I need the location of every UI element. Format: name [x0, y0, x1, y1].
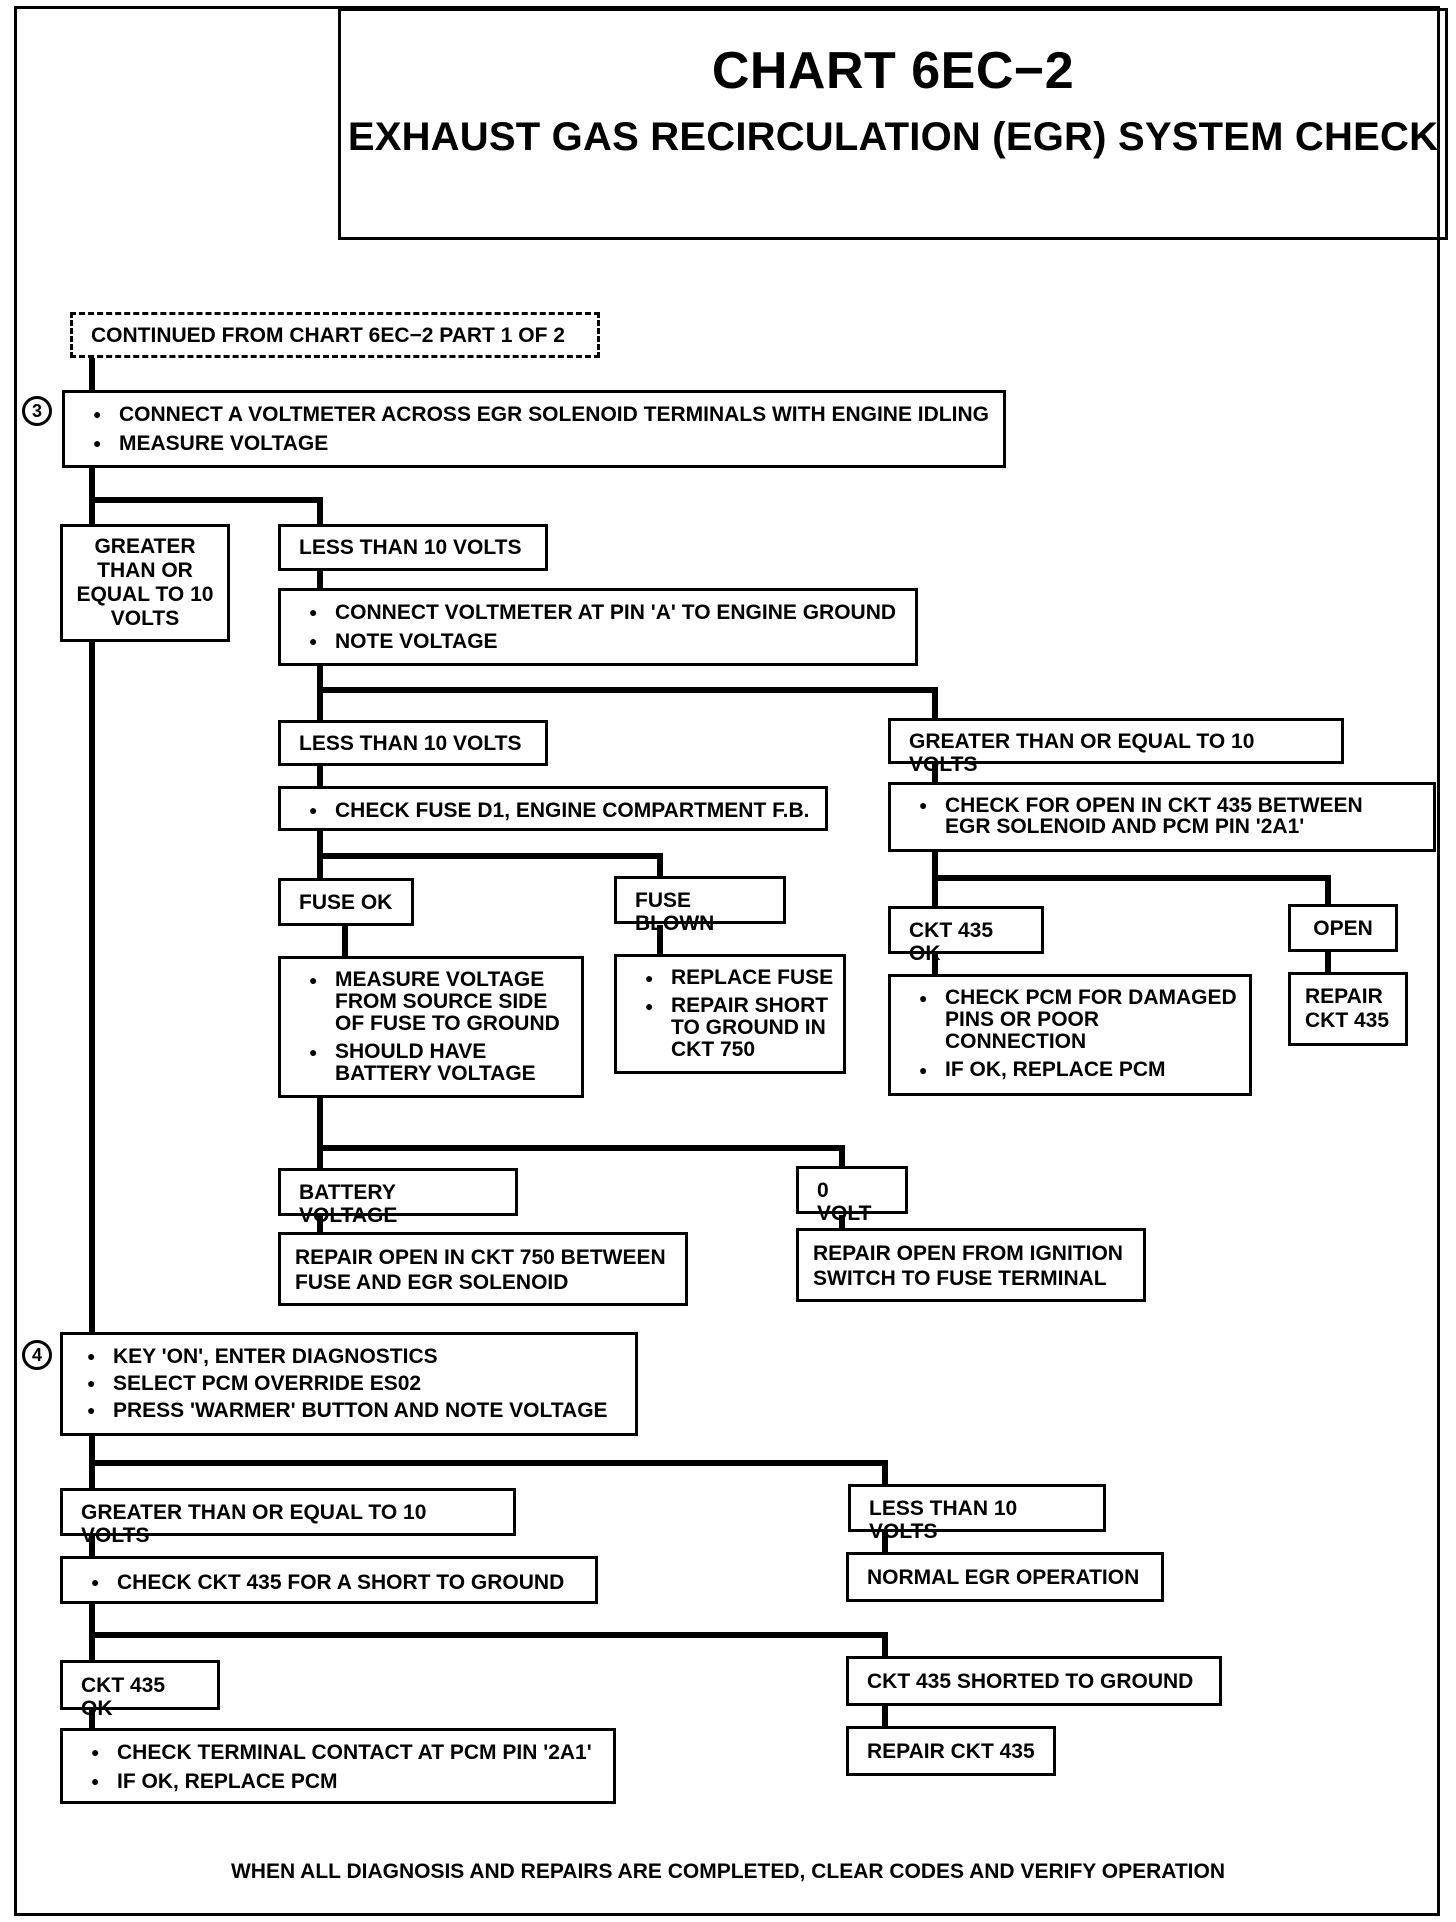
fuse-check-item-1: CHECK FUSE D1, ENGINE COMPARTMENT F.B. [309, 799, 815, 822]
ckt435-shorted-label: CKT 435 SHORTED TO GROUND [867, 1670, 1194, 1693]
lt10-b-label: LESS THAN 10 VOLTS [299, 732, 522, 755]
repair-ckt435-b-box: REPAIR CKT 435 [846, 1726, 1056, 1776]
step3-list: CONNECT A VOLTMETER ACROSS EGR SOLENOID … [65, 393, 1003, 455]
replace-fuse-box: REPLACE FUSE REPAIR SHORT TO GROUND IN C… [614, 954, 846, 1074]
lt10-c-box: LESS THAN 10 VOLTS [848, 1484, 1106, 1543]
repair-open-ign-label: REPAIR OPEN FROM IGNITION SWITCH TO FUSE… [813, 1242, 1123, 1290]
fuse-ok-label: FUSE OK [299, 891, 393, 914]
step3-item-2: MEASURE VOLTAGE [93, 432, 993, 455]
step4-item-1: KEY 'ON', ENTER DIAGNOSTICS [87, 1345, 625, 1368]
ckt435-ok-b-label: CKT 435 OK [81, 1674, 166, 1720]
step4-item-2: SELECT PCM OVERRIDE ES02 [87, 1372, 625, 1395]
battery-voltage-box: BATTERY VOLTAGE [278, 1168, 518, 1227]
replace-fuse-list: REPLACE FUSE REPAIR SHORT TO GROUND IN C… [617, 957, 843, 1061]
step-marker-4: 4 [22, 1340, 52, 1370]
pin-a-item-2: NOTE VOLTAGE [309, 630, 905, 653]
zero-volt-label: 0 VOLT [817, 1179, 872, 1225]
check-pcm-item-2: IF OK, REPLACE PCM [919, 1059, 1241, 1082]
step3-item-1: CONNECT A VOLTMETER ACROSS EGR SOLENOID … [93, 403, 993, 426]
normal-egr-box: NORMAL EGR OPERATION [846, 1552, 1164, 1602]
repair-ckt435-a-box: REPAIR CKT 435 [1288, 972, 1408, 1046]
footer-note: WHEN ALL DIAGNOSIS AND REPAIRS ARE COMPL… [230, 1860, 1226, 1883]
open-box: OPEN [1288, 904, 1398, 952]
pin-a-item-1: CONNECT VOLTMETER AT PIN 'A' TO ENGINE G… [309, 601, 905, 624]
measure-voltage-box: MEASURE VOLTAGE FROM SOURCE SIDE OF FUSE… [278, 956, 584, 1098]
ge10-b-label: GREATER THAN OR EQUAL TO 10 VOLTS [909, 730, 1255, 776]
ckt435-open-check-item-1: CHECK FOR OPEN IN CKT 435 BETWEEN EGR SO… [919, 795, 1413, 837]
open-label: OPEN [1313, 917, 1373, 940]
step4-list: KEY 'ON', ENTER DIAGNOSTICS SELECT PCM O… [63, 1335, 635, 1422]
step4-box: KEY 'ON', ENTER DIAGNOSTICS SELECT PCM O… [60, 1332, 638, 1436]
chart-subtitle: EXHAUST GAS RECIRCULATION (EGR) SYSTEM C… [347, 115, 1439, 159]
step-marker-3: 3 [22, 396, 52, 426]
fuse-check-list: CHECK FUSE D1, ENGINE COMPARTMENT F.B. [281, 789, 825, 822]
ge10-c-box: GREATER THAN OR EQUAL TO 10 VOLTS [60, 1488, 516, 1547]
pin-a-list: CONNECT VOLTMETER AT PIN 'A' TO ENGINE G… [281, 591, 915, 653]
ckt435-ok-a-box: CKT 435 OK [888, 906, 1044, 965]
replace-fuse-item-1: REPLACE FUSE [645, 967, 835, 990]
chart-title: CHART 6EC−2 [711, 42, 1075, 100]
check-short-box: CHECK CKT 435 FOR A SHORT TO GROUND [60, 1556, 598, 1604]
ckt435-ok-b-box: CKT 435 OK [60, 1660, 220, 1720]
step4-item-3: PRESS 'WARMER' BUTTON AND NOTE VOLTAGE [87, 1399, 625, 1422]
fuse-ok-box: FUSE OK [278, 878, 414, 926]
fuse-blown-box: FUSE BLOWN [614, 876, 786, 935]
check-pcm-item-1: CHECK PCM FOR DAMAGED PINS OR POOR CONNE… [919, 987, 1241, 1053]
repair-ckt435-b-label: REPAIR CKT 435 [867, 1740, 1035, 1763]
lt10-a-box: LESS THAN 10 VOLTS [278, 524, 548, 571]
check-pcm-box: CHECK PCM FOR DAMAGED PINS OR POOR CONNE… [888, 974, 1252, 1096]
repair-open-ign-box: REPAIR OPEN FROM IGNITION SWITCH TO FUSE… [796, 1228, 1146, 1302]
repair-open-750-box: REPAIR OPEN IN CKT 750 BETWEEN FUSE AND … [278, 1232, 688, 1306]
continued-from-box: CONTINUED FROM CHART 6EC−2 PART 1 OF 2 [70, 312, 600, 358]
ge10-c-label: GREATER THAN OR EQUAL TO 10 VOLTS [81, 1501, 427, 1547]
measure-voltage-item-1: MEASURE VOLTAGE FROM SOURCE SIDE OF FUSE… [309, 969, 573, 1035]
normal-egr-label: NORMAL EGR OPERATION [867, 1566, 1140, 1589]
fuse-check-box: CHECK FUSE D1, ENGINE COMPARTMENT F.B. [278, 786, 828, 831]
repair-ckt435-a-label: REPAIR CKT 435 [1305, 985, 1390, 1032]
step3-box: CONNECT A VOLTMETER ACROSS EGR SOLENOID … [62, 390, 1006, 468]
ckt435-shorted-box: CKT 435 SHORTED TO GROUND [846, 1656, 1222, 1706]
fuse-blown-label: FUSE BLOWN [635, 889, 715, 935]
ge10-left-label: GREATER THAN OR EQUAL TO 10 VOLTS [76, 535, 214, 630]
measure-voltage-item-2: SHOULD HAVE BATTERY VOLTAGE [309, 1041, 573, 1085]
page-frame [14, 6, 1440, 1916]
check-terminal-item-2: IF OK, REPLACE PCM [91, 1770, 603, 1793]
check-pcm-list: CHECK PCM FOR DAMAGED PINS OR POOR CONNE… [891, 977, 1249, 1082]
repair-open-750-label: REPAIR OPEN IN CKT 750 BETWEEN FUSE AND … [295, 1246, 666, 1294]
check-terminal-item-1: CHECK TERMINAL CONTACT AT PCM PIN '2A1' [91, 1741, 603, 1764]
ckt435-open-check-list: CHECK FOR OPEN IN CKT 435 BETWEEN EGR SO… [891, 785, 1433, 837]
replace-fuse-item-2: REPAIR SHORT TO GROUND IN CKT 750 [645, 995, 835, 1061]
measure-voltage-list: MEASURE VOLTAGE FROM SOURCE SIDE OF FUSE… [281, 959, 581, 1085]
lt10-b-box: LESS THAN 10 VOLTS [278, 720, 548, 766]
ckt435-open-check-box: CHECK FOR OPEN IN CKT 435 BETWEEN EGR SO… [888, 782, 1436, 852]
ckt435-ok-a-label: CKT 435 OK [909, 919, 994, 965]
continued-label: CONTINUED FROM CHART 6EC−2 PART 1 OF 2 [91, 324, 565, 347]
title-box: CHART 6EC−2 EXHAUST GAS RECIRCULATION (E… [338, 8, 1448, 240]
zero-volt-box: 0 VOLT [796, 1166, 908, 1225]
check-terminal-box: CHECK TERMINAL CONTACT AT PCM PIN '2A1' … [60, 1728, 616, 1804]
lt10-c-label: LESS THAN 10 VOLTS [869, 1497, 1018, 1543]
battery-voltage-label: BATTERY VOLTAGE [299, 1181, 398, 1227]
lt10-a-label: LESS THAN 10 VOLTS [299, 536, 522, 559]
pin-a-box: CONNECT VOLTMETER AT PIN 'A' TO ENGINE G… [278, 588, 918, 666]
ge10-left-box: GREATER THAN OR EQUAL TO 10 VOLTS [60, 524, 230, 642]
check-terminal-list: CHECK TERMINAL CONTACT AT PCM PIN '2A1' … [63, 1731, 613, 1793]
check-short-item-1: CHECK CKT 435 FOR A SHORT TO GROUND [91, 1571, 585, 1594]
ge10-b-box: GREATER THAN OR EQUAL TO 10 VOLTS [888, 718, 1344, 776]
check-short-list: CHECK CKT 435 FOR A SHORT TO GROUND [63, 1559, 595, 1594]
